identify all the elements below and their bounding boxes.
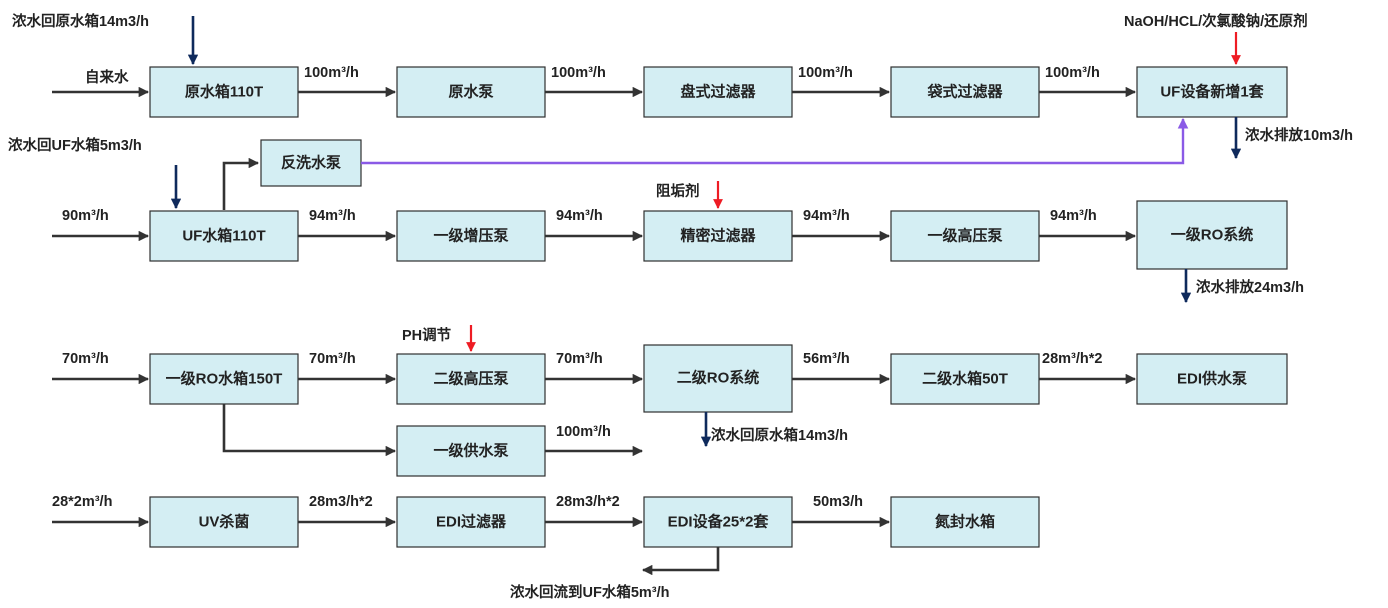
flow-rate-label: 100m³/h bbox=[304, 65, 359, 81]
svg-text:二级高压泵: 二级高压泵 bbox=[433, 370, 508, 388]
svg-text:氮封水箱: 氮封水箱 bbox=[935, 513, 995, 531]
bag-filter-box: 袋式过滤器 bbox=[890, 66, 1040, 118]
svg-text:UF水箱110T: UF水箱110T bbox=[182, 227, 265, 245]
svg-text:EDI过滤器: EDI过滤器 bbox=[436, 513, 507, 531]
nitrogen-seal-tank-box: 氮封水箱 bbox=[890, 496, 1040, 548]
stage1-hp-pump-box: 一级高压泵 bbox=[890, 210, 1040, 262]
svg-text:原水箱110T: 原水箱110T bbox=[185, 83, 263, 101]
uf-discharge-note: 浓水排放10m3/h bbox=[1245, 126, 1353, 144]
flow-rate-label: 56m³/h bbox=[803, 351, 850, 367]
edi-filter-box: EDI过滤器 bbox=[396, 496, 546, 548]
flow-rate-label: 90m³/h bbox=[62, 208, 109, 224]
stage1-supply-pump-box: 一级供水泵 bbox=[396, 425, 546, 477]
edi-return-note: 浓水回流到UF水箱5m³/h bbox=[510, 583, 670, 601]
ph-adjust-note: PH调节 bbox=[402, 327, 451, 344]
uf-unit-box: UF设备新增1套 bbox=[1136, 66, 1288, 118]
stage1-booster-pump-box: 一级增压泵 bbox=[396, 210, 546, 262]
svg-text:一级RO水箱150T: 一级RO水箱150T bbox=[166, 370, 283, 388]
edi-unit-box: EDI设备25*2套 bbox=[643, 496, 793, 548]
flow-rate-label: 100m³/h bbox=[551, 65, 606, 81]
flow-rate-label: 94m³/h bbox=[309, 208, 356, 224]
flow-rate-label: 100m³/h bbox=[1045, 65, 1100, 81]
disc-filter-box: 盘式过滤器 bbox=[643, 66, 793, 118]
svg-text:二级水箱50T: 二级水箱50T bbox=[922, 370, 1008, 388]
stage2-tank-box: 二级水箱50T bbox=[890, 353, 1040, 405]
svg-text:原水泵: 原水泵 bbox=[448, 83, 493, 101]
raw-water-pump-box: 原水泵 bbox=[396, 66, 546, 118]
flow-rate-label: 94m³/h bbox=[1050, 208, 1097, 224]
svg-text:精密过滤器: 精密过滤器 bbox=[680, 227, 756, 245]
svg-text:UF设备新增1套: UF设备新增1套 bbox=[1160, 83, 1264, 101]
svg-text:盘式过滤器: 盘式过滤器 bbox=[680, 83, 756, 101]
svg-text:反洗水泵: 反洗水泵 bbox=[281, 154, 341, 172]
svg-text:EDI供水泵: EDI供水泵 bbox=[1177, 370, 1247, 388]
ro1-system-box: 一级RO系统 bbox=[1136, 200, 1288, 270]
flow-rate-label: 94m³/h bbox=[556, 208, 603, 224]
svg-text:一级供水泵: 一级供水泵 bbox=[433, 442, 508, 460]
svg-text:二级RO系统: 二级RO系统 bbox=[677, 369, 760, 387]
svg-text:一级高压泵: 一级高压泵 bbox=[927, 227, 1002, 245]
svg-text:袋式过滤器: 袋式过滤器 bbox=[926, 83, 1003, 101]
flow-rate-label: 100m³/h bbox=[556, 424, 611, 440]
flow-rate-label: 50m3/h bbox=[813, 494, 863, 510]
chemical-dosing-note: NaOH/HCL/次氯酸钠/还原剂 bbox=[1124, 12, 1308, 30]
antiscalant-note: 阻垢剂 bbox=[656, 182, 700, 200]
backwash-feed-arrow bbox=[222, 157, 260, 210]
flow-rate-label: 28m3/h*2 bbox=[556, 494, 620, 510]
svg-text:EDI设备25*2套: EDI设备25*2套 bbox=[668, 513, 770, 531]
ro2-system-box: 二级RO系统 bbox=[643, 344, 793, 413]
ro1-discharge-note: 浓水排放24m3/h bbox=[1196, 278, 1304, 296]
uv-sterilizer-box: UV杀菌 bbox=[149, 496, 299, 548]
flow-rate-label: 94m³/h bbox=[803, 208, 850, 224]
tap-water-label: 自来水 bbox=[85, 68, 129, 86]
flow-rate-label: 70m³/h bbox=[62, 351, 109, 367]
return-to-uf-tank-note: 浓水回UF水箱5m3/h bbox=[8, 136, 142, 154]
svg-text:一级增压泵: 一级增压泵 bbox=[433, 227, 508, 245]
precision-filter-box: 精密过滤器 bbox=[643, 210, 793, 262]
stage2-hp-pump-box: 二级高压泵 bbox=[396, 353, 546, 405]
flow-rate-label: 28m3/h*2 bbox=[309, 494, 373, 510]
flow-rate-label: 28m³/h*2 bbox=[1042, 351, 1102, 367]
ro2-return-note: 浓水回原水箱14m3/h bbox=[711, 426, 848, 444]
backwash-pump-box: 反洗水泵 bbox=[260, 139, 362, 187]
flow-rate-label: 70m³/h bbox=[556, 351, 603, 367]
ro1-tank-box: 一级RO水箱150T bbox=[149, 353, 299, 405]
edi-feed-pump-box: EDI供水泵 bbox=[1136, 353, 1288, 405]
uf-tank-box: UF水箱110T bbox=[149, 210, 299, 262]
return-to-raw-tank-note: 浓水回原水箱14m3/h bbox=[12, 12, 149, 30]
flow-rate-label: 70m³/h bbox=[309, 351, 356, 367]
svg-text:一级RO系统: 一级RO系统 bbox=[1171, 226, 1254, 244]
edi-return-arrow bbox=[641, 547, 720, 576]
supply-branch-arrow bbox=[222, 404, 397, 457]
backwash-line bbox=[361, 117, 1189, 165]
flow-rate-label: 100m³/h bbox=[798, 65, 853, 81]
svg-text:UV杀菌: UV杀菌 bbox=[199, 513, 250, 531]
flow-rate-label: 28*2m³/h bbox=[52, 494, 112, 510]
raw-water-tank-box: 原水箱110T bbox=[149, 66, 299, 118]
